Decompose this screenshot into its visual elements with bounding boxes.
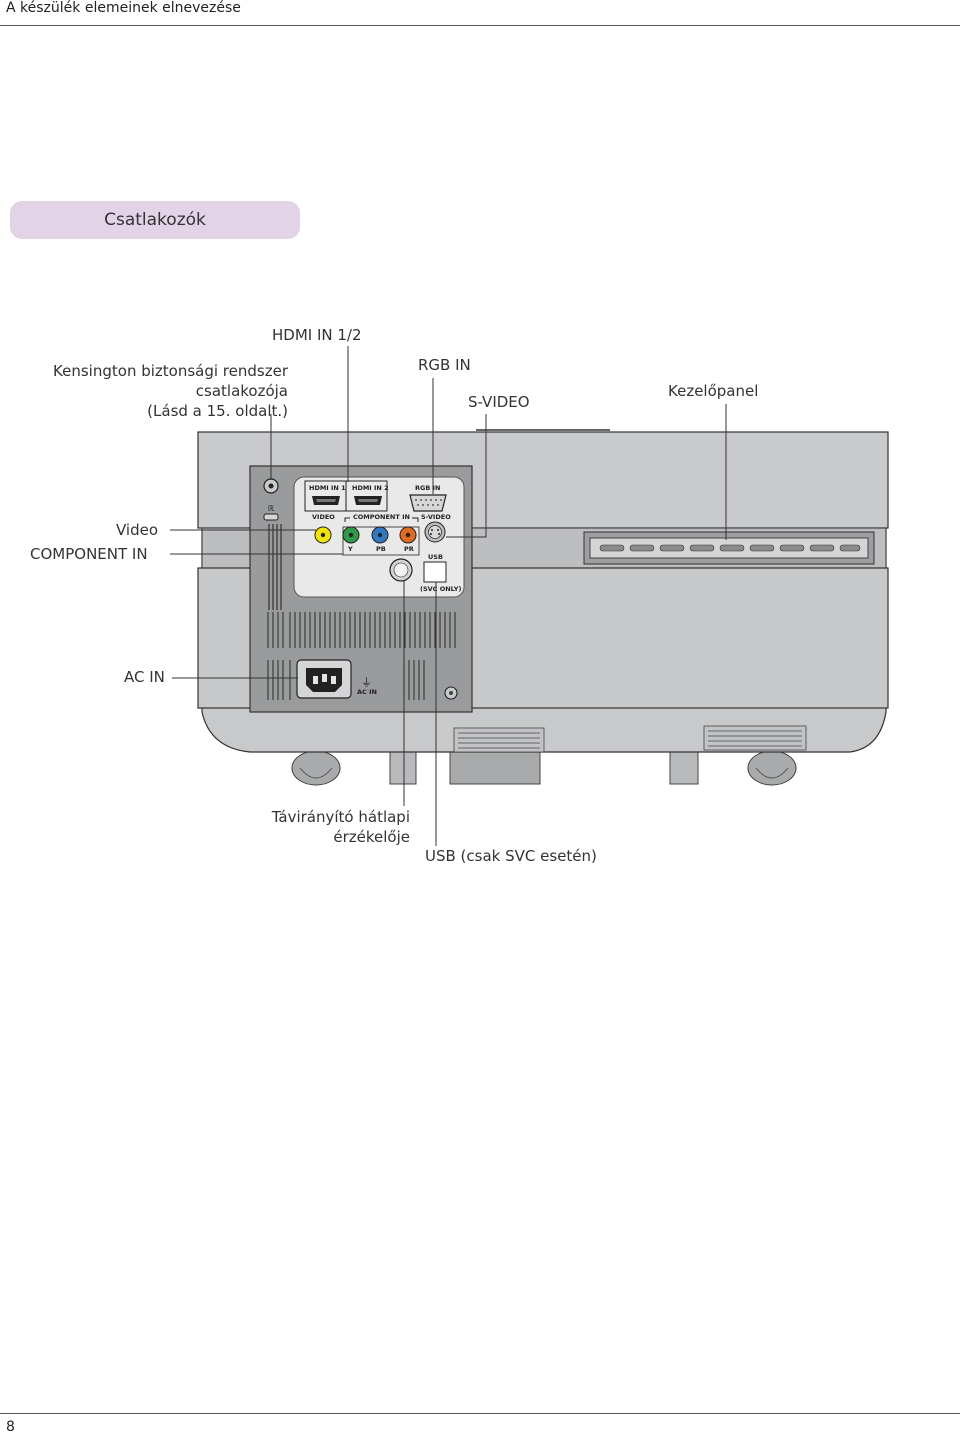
svg-text:ℝ: ℝ	[268, 504, 274, 513]
panel-rgb-text: RGB IN	[415, 484, 440, 492]
panel-svc-only-text: (SVC ONLY)	[420, 585, 462, 593]
panel-hdmi2-text: HDMI IN 2	[352, 484, 389, 492]
label-remote-1: Távirányító hátlapi	[271, 808, 410, 826]
label-hdmi: HDMI IN 1/2	[272, 326, 362, 344]
usb-port: USB (SVC ONLY)	[420, 553, 462, 593]
panel-ac-in-text: AC IN	[357, 688, 377, 696]
section-title-pill: Csatlakozók	[10, 201, 300, 239]
panel-y-text: Y	[347, 545, 353, 553]
label-control-panel: Kezelőpanel	[668, 382, 759, 400]
panel-video-text: VIDEO	[312, 513, 335, 521]
label-kensington-3: (Lásd a 15. oldalt.)	[147, 402, 288, 420]
rgb-in-port: RGB IN	[409, 484, 447, 512]
header-rule	[0, 25, 960, 26]
svg-text:⏚: ⏚	[361, 676, 372, 689]
remote-sensor	[389, 558, 413, 582]
label-usb: USB (csak SVC esetén)	[425, 847, 597, 865]
side-vents	[268, 524, 282, 610]
hdmi-ports: HDMI IN 1 HDMI IN 2	[304, 480, 389, 512]
label-component: COMPONENT IN	[30, 545, 148, 563]
label-video: Video	[116, 521, 159, 539]
panel-pb-text: PB	[376, 545, 386, 553]
bottom-vents	[453, 725, 807, 753]
panel-pr-text: PR	[404, 545, 414, 553]
middle-vents	[267, 612, 456, 648]
label-ac-in: AC IN	[124, 668, 165, 686]
control-panel-strip	[583, 531, 875, 565]
kensington-slot: ℝ	[263, 478, 279, 521]
video-component-jacks: VIDEO COMPONENT IN Y PB PR	[312, 513, 420, 556]
page-number: 8	[6, 1419, 15, 1435]
projector-feet	[291, 750, 797, 786]
s-video-port: S-VIDEO	[421, 513, 451, 543]
callout-lines	[170, 346, 727, 846]
panel-svideo-text: S-VIDEO	[421, 513, 451, 521]
label-kensington-1: Kensington biztonsági rendszer	[53, 362, 288, 380]
label-svideo: S-VIDEO	[468, 393, 530, 411]
label-rgb: RGB IN	[418, 356, 471, 374]
ac-in-socket: ⏚ AC IN	[296, 659, 377, 699]
panel-hdmi1-text: HDMI IN 1	[309, 484, 346, 492]
panel-usb-text: USB	[428, 553, 443, 561]
label-kensington-2: csatlakozója	[195, 382, 288, 400]
projector-rear-illustration: ℝ HDMI IN 1 HDMI IN 2 RGB IN VIDEO COMPO…	[170, 346, 889, 846]
label-remote-2: érzékelője	[333, 828, 410, 846]
section-title: Csatlakozók	[104, 210, 206, 230]
header-title: A készülék elemeinek elnevezése	[6, 0, 241, 16]
panel-component-text: COMPONENT IN	[353, 513, 410, 521]
footer-rule	[0, 1413, 960, 1414]
